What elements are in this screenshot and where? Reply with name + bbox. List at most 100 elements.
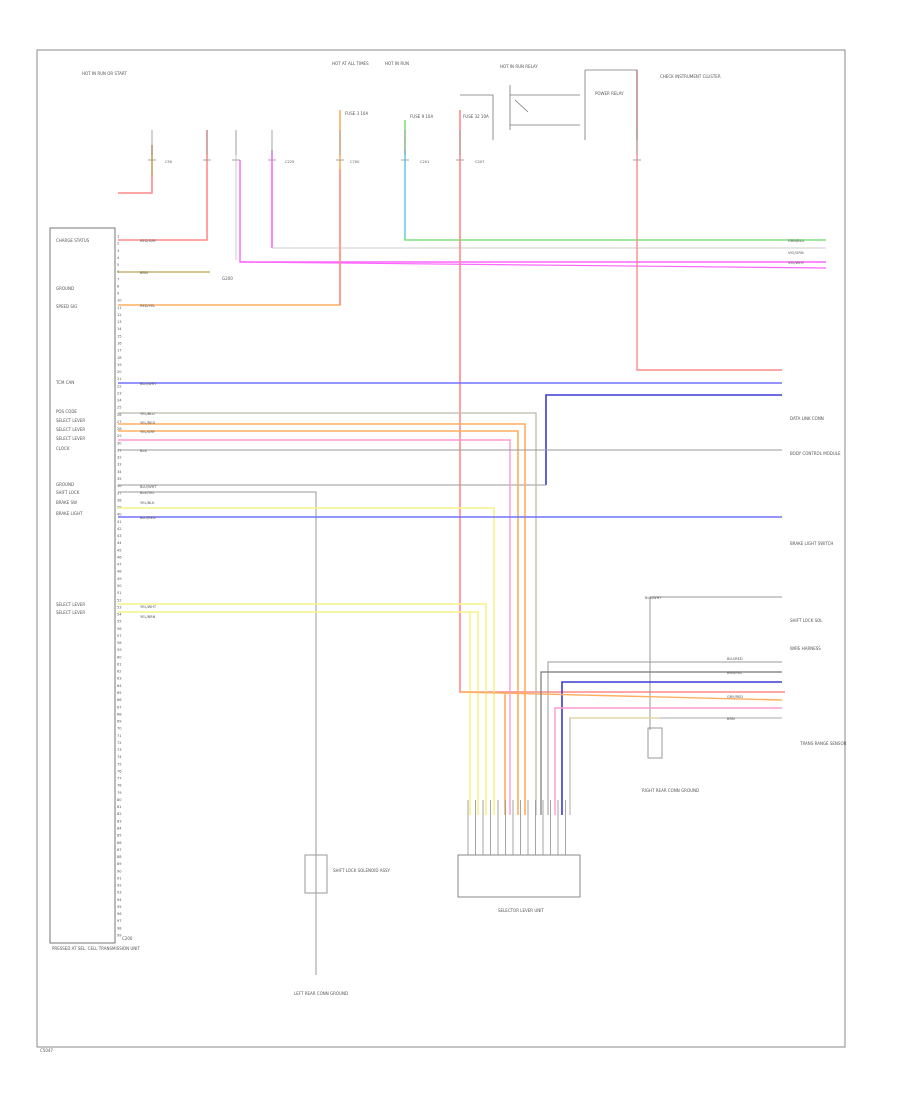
ecu-signal-label: GROUND bbox=[56, 482, 74, 487]
ecu-pin-54: 54 bbox=[117, 613, 122, 617]
ecu-pin-27: 27 bbox=[117, 420, 122, 424]
ecu-pin-69: 69 bbox=[117, 720, 122, 724]
wire-green bbox=[404, 120, 826, 241]
wire-color-label: BLU/WHT bbox=[140, 382, 157, 386]
ecu-pin-7: 7 bbox=[117, 277, 119, 281]
ecu-pin-50: 50 bbox=[117, 584, 122, 588]
wire-color-label: VIO/GRN bbox=[788, 251, 804, 255]
ecu-pin-85: 85 bbox=[117, 834, 122, 838]
ecu-signal-label: SPEED SIG bbox=[56, 304, 77, 309]
wire-color-label: YEL/BRN bbox=[140, 615, 156, 619]
ecu-pin-65: 65 bbox=[117, 691, 122, 695]
wire-orange-sensor2 bbox=[459, 691, 783, 701]
ecu-pin-2: 2 bbox=[117, 242, 119, 246]
ecu-signal-label: SHIFT LOCK bbox=[56, 490, 80, 495]
ecu-pin-15: 15 bbox=[117, 334, 122, 338]
wire-color-label: BLK/YEL bbox=[140, 491, 155, 495]
ecu-pin-90: 90 bbox=[117, 869, 122, 873]
ecu-pin-77: 77 bbox=[117, 777, 122, 781]
ecu-pin-numbers: 1234567891011121314151617181920212223242… bbox=[117, 235, 122, 938]
wire-red-right bbox=[636, 70, 782, 371]
wire-gray-4 bbox=[547, 661, 782, 815]
ecu-signal-label: SELECT LEVER bbox=[56, 602, 85, 607]
ecu-pin-41: 41 bbox=[117, 520, 122, 524]
selector-unit-box bbox=[457, 854, 581, 898]
ecu-pin-26: 26 bbox=[117, 413, 122, 417]
ecu-pin-45: 45 bbox=[117, 548, 122, 552]
wire-yellow-3 bbox=[118, 611, 479, 815]
ecu-pin-53: 53 bbox=[117, 605, 122, 609]
shift-lock-assy-label: SHIFT LOCK SOLENOID ASSY bbox=[333, 868, 391, 873]
ecu-pin-99: 99 bbox=[117, 934, 122, 938]
right-label-shift-lock: SHIFT LOCK SOL bbox=[790, 618, 823, 623]
ecu-pin-76: 76 bbox=[117, 769, 122, 773]
right-label-range-sensor: TRANS RANGE SENSOR bbox=[799, 741, 847, 746]
ecu-pin-33: 33 bbox=[117, 463, 122, 467]
ecu-pin-75: 75 bbox=[117, 762, 122, 766]
wire-color-label: YEL/BLK bbox=[140, 501, 155, 505]
ecu-signal-label: BRAKE SW bbox=[56, 500, 77, 505]
ecu-pin-57: 57 bbox=[117, 634, 122, 638]
ecu-pin-16: 16 bbox=[117, 341, 122, 345]
wire-color-label: BLK/WHT bbox=[645, 596, 662, 600]
ecu-pin-67: 67 bbox=[117, 705, 122, 709]
ecu-pin-66: 66 bbox=[117, 698, 122, 702]
ecu-pin-48: 48 bbox=[117, 570, 122, 574]
ecu-pin-14: 14 bbox=[117, 327, 122, 331]
fuse-a-label: FUSE 3 10A bbox=[345, 111, 368, 116]
wire-red-top bbox=[118, 145, 153, 194]
ecu-pin-79: 79 bbox=[117, 791, 122, 795]
ecu-pin-59: 59 bbox=[117, 648, 122, 652]
right-label-data-link: DATA LINK CONN bbox=[790, 416, 824, 421]
ecu-signal-label: BRAKE LIGHT bbox=[56, 511, 83, 516]
ecu-pin-38: 38 bbox=[117, 498, 122, 502]
fuse-b-label: FUSE 9 10A bbox=[410, 114, 433, 119]
ecu-signal-label: SELECT LEVER bbox=[56, 436, 85, 441]
wire-color-label: YEL/WHT bbox=[140, 605, 157, 609]
wire-color-labels: RED/GRYBRNRED/YELBLU/WHTYEL/BLUYEL/REDYE… bbox=[140, 239, 805, 721]
ecu-pin-80: 80 bbox=[117, 798, 122, 802]
ecu-pin-78: 78 bbox=[117, 784, 122, 788]
wire-pink-sensor bbox=[554, 707, 782, 815]
connector-code: C201 bbox=[420, 160, 429, 164]
wire-gray-shift bbox=[118, 491, 317, 810]
ecu-pin-82: 82 bbox=[117, 812, 122, 816]
ecu-pin-19: 19 bbox=[117, 363, 122, 367]
ecu-pin-8: 8 bbox=[117, 284, 120, 288]
ecu-signal-label: SELECT LEVER bbox=[56, 610, 85, 615]
ecu-pin-56: 56 bbox=[117, 627, 122, 631]
right-label-brake-light: BRAKE LIGHT SWITCH bbox=[790, 541, 833, 546]
fuse-c-label: FUSE 32 10A bbox=[463, 114, 489, 119]
ecu-pin-10: 10 bbox=[117, 299, 122, 303]
wire-color-label: YEL/RED bbox=[140, 421, 155, 425]
wire-yellow-2 bbox=[118, 603, 487, 815]
ecu-pin-95: 95 bbox=[117, 905, 122, 909]
wire-color-label: VIO/WHT bbox=[788, 261, 805, 265]
ecu-pin-71: 71 bbox=[117, 734, 122, 738]
wire-color-label: BLK bbox=[140, 449, 147, 453]
ecu-pin-73: 73 bbox=[117, 748, 122, 752]
ecu-pin-20: 20 bbox=[117, 370, 122, 374]
ecu-pin-47: 47 bbox=[117, 563, 122, 567]
ground-g200: G200 bbox=[222, 276, 233, 281]
wire-color-label: GRN/BLU bbox=[788, 239, 804, 243]
ecu-pin-36: 36 bbox=[117, 484, 122, 488]
fuse-box-outline bbox=[460, 94, 494, 140]
top-label-right: CHECK INSTRUMENT CLUSTER bbox=[660, 74, 721, 79]
relay-outline bbox=[509, 69, 638, 140]
ecu-pin-98: 98 bbox=[117, 926, 122, 930]
ecu-pin-4: 4 bbox=[117, 256, 120, 260]
ecu-pin-32: 32 bbox=[117, 456, 122, 460]
ecu-pin-21: 21 bbox=[117, 377, 122, 381]
wire-red-long bbox=[459, 110, 785, 693]
ecu-signal-label: SELECT LEVER bbox=[56, 418, 85, 423]
wire-color-label: YEL/GRY bbox=[140, 430, 156, 434]
relay-box-label: POWER RELAY bbox=[595, 91, 624, 96]
ecu-module-box bbox=[49, 227, 116, 944]
wire-color-label: BLU/WHT bbox=[140, 485, 157, 489]
wire-color-label: GRY/RED bbox=[727, 695, 743, 699]
diagram-frame bbox=[36, 49, 846, 1048]
ecu-pin-58: 58 bbox=[117, 641, 122, 645]
